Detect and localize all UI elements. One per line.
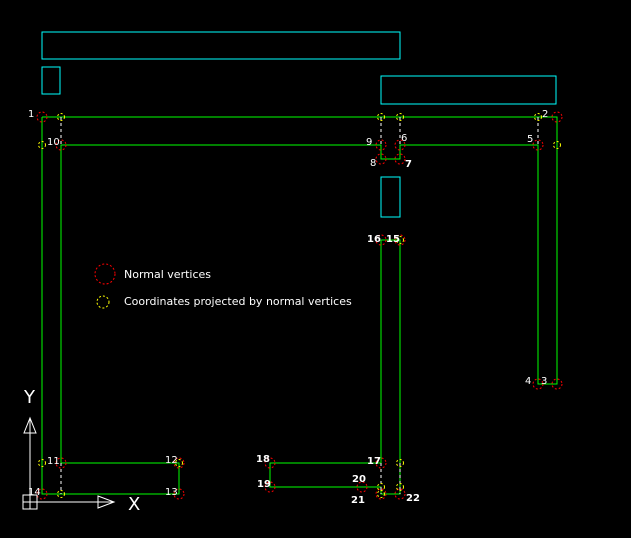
projection-lines xyxy=(60,117,539,494)
projected-vertices xyxy=(38,113,561,498)
label-9: 9 xyxy=(366,137,372,148)
vertex-16 xyxy=(375,234,387,246)
vertex-10 xyxy=(55,139,67,151)
label-17: 17 xyxy=(367,456,381,467)
label-20: 20 xyxy=(352,474,366,485)
legend-projected-label: Coordinates projected by normal vertices xyxy=(124,295,352,308)
vertex-labels: 1 2 3 4 5 6 7 8 9 10 11 12 13 14 15 16 1… xyxy=(28,109,548,506)
label-7: 7 xyxy=(405,159,412,170)
vertex-3 xyxy=(551,378,563,390)
vertex-15 xyxy=(394,234,406,246)
label-11: 11 xyxy=(47,456,60,467)
label-13: 13 xyxy=(165,487,178,498)
label-8: 8 xyxy=(370,158,376,169)
label-3: 3 xyxy=(541,376,547,387)
text-box-top xyxy=(41,31,401,60)
label-21: 21 xyxy=(351,495,365,506)
legend-normal-label: Normal vertices xyxy=(124,268,211,281)
legend-projected-vertex-icon xyxy=(96,295,110,309)
vertex-7 xyxy=(394,153,406,165)
vertex-13 xyxy=(173,488,185,500)
vertex-22 xyxy=(394,488,406,500)
legend: Normal vertices Coordinates projected by… xyxy=(94,263,352,309)
vertex-20 xyxy=(356,481,368,493)
label-12: 12 xyxy=(165,455,178,466)
vertex-18 xyxy=(264,457,276,469)
label-4: 4 xyxy=(525,376,531,387)
axis-y-label: Y xyxy=(23,387,36,408)
label-14: 14 xyxy=(28,487,41,498)
ucs-axis-icon xyxy=(22,416,116,510)
label-1: 1 xyxy=(28,109,34,120)
vertex-8 xyxy=(375,153,387,165)
label-18: 18 xyxy=(256,454,270,465)
vertex-9 xyxy=(375,139,387,151)
label-19: 19 xyxy=(257,479,271,490)
label-5: 5 xyxy=(527,134,533,145)
vertex-14 xyxy=(36,488,48,500)
text-box-small-middle xyxy=(380,176,401,218)
vertex-4 xyxy=(532,378,544,390)
vertex-1 xyxy=(36,111,48,123)
legend-normal-vertex-icon xyxy=(94,263,116,285)
text-box-small-left xyxy=(41,66,61,95)
vertex-5 xyxy=(532,139,544,151)
vertex-21 xyxy=(375,488,387,500)
vertex-2 xyxy=(551,111,563,123)
axis-x-label: X xyxy=(128,494,140,515)
label-6: 6 xyxy=(401,133,407,144)
label-16: 16 xyxy=(367,234,381,245)
label-2: 2 xyxy=(542,109,548,120)
vertex-19 xyxy=(264,481,276,493)
vertex-12 xyxy=(173,457,185,469)
vertex-17 xyxy=(375,457,387,469)
vertex-11 xyxy=(55,457,67,469)
label-22: 22 xyxy=(406,493,420,504)
label-15: 15 xyxy=(386,234,400,245)
vertex-6 xyxy=(394,139,406,151)
normal-vertices xyxy=(36,111,563,500)
label-10: 10 xyxy=(47,137,60,148)
text-box-right xyxy=(380,75,557,105)
